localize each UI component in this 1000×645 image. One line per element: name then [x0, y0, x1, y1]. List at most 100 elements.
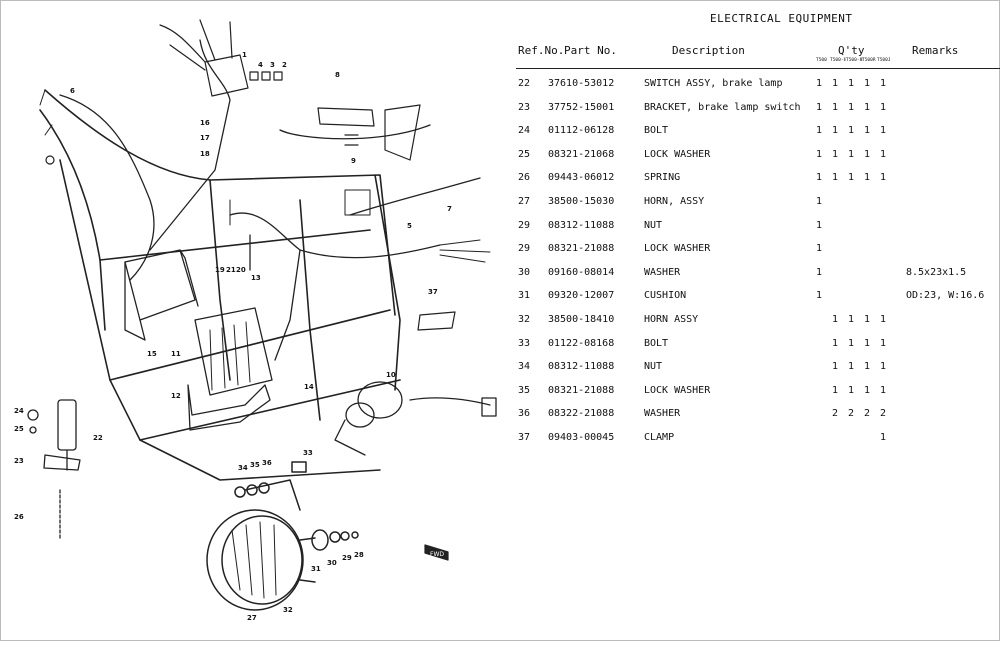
part-no-cell: 09403-00045 [548, 432, 615, 443]
qty-cell: 1 [863, 361, 871, 373]
qty-cell: 1 [815, 125, 823, 137]
callout-16: 16 [200, 119, 210, 127]
callout-24: 24 [14, 407, 24, 415]
part-no-cell: 08321-21088 [548, 384, 615, 396]
qty-cell: 1 [847, 148, 855, 160]
remarks-cell: OD:23, W:16.6 [906, 290, 985, 302]
part-no-cell: 01112-06128 [548, 125, 615, 137]
qty-cell: 1 [815, 290, 823, 302]
qty-cell: 1 [847, 101, 855, 113]
header-remarks: Remarks [912, 44, 959, 57]
callout-22: 22 [93, 434, 103, 442]
qty-cell: 1 [847, 125, 855, 137]
qty-cell: 1 [815, 196, 823, 207]
callout-34: 34 [238, 464, 248, 472]
qty-cell: 1 [831, 384, 839, 396]
callout-30: 30 [327, 559, 337, 567]
qty-cell: 1 [879, 432, 887, 443]
callout-37: 37 [428, 288, 438, 296]
part-no-cell: 37610-53012 [548, 78, 615, 89]
part-no-cell: 37752-15001 [548, 101, 615, 113]
header-model: T500-Ⅱ [830, 58, 846, 63]
callout-29: 29 [342, 554, 352, 562]
qty-cell: 1 [863, 101, 871, 113]
ref-no-cell: 24 [518, 125, 531, 137]
qty-cell: 1 [815, 243, 823, 255]
diagram-drawing: FWD 1 2 3 4 5 6 7 8 9 10 11 12 13 14 15 … [14, 19, 497, 622]
callout-13: 13 [251, 274, 261, 282]
callout-26: 26 [14, 513, 24, 521]
callout-15: 15 [147, 350, 157, 358]
description-cell: SWITCH ASSY, brake lamp [644, 78, 783, 89]
callout-12: 12 [171, 392, 181, 400]
qty-cell: 1 [815, 266, 823, 278]
qty-cell: 1 [879, 125, 887, 137]
wiring-harness [59, 39, 491, 406]
parts-table-panel: ELECTRICAL EQUIPMENT Ref.No. Part No. De… [510, 0, 1000, 641]
ref-no-cell: 29 [518, 219, 531, 231]
page-title: ELECTRICAL EQUIPMENT [710, 12, 853, 25]
remarks-cell: 8.5x23x1.5 [906, 266, 967, 278]
qty-cell: 1 [879, 314, 887, 325]
qty-cell: 1 [879, 148, 887, 160]
description-cell: LOCK WASHER [644, 148, 711, 160]
qty-cell: 1 [831, 101, 839, 113]
qty-cell: 1 [847, 384, 855, 396]
part-no-cell: 09160-08014 [548, 266, 615, 278]
ref-no-cell: 29 [518, 243, 531, 255]
callout-10: 10 [386, 371, 396, 379]
callout-28: 28 [354, 551, 364, 559]
qty-cell: 1 [879, 101, 887, 113]
header-rule [516, 68, 1000, 69]
ref-no-cell: 33 [518, 337, 531, 349]
header-model: T500R [862, 58, 876, 63]
component-battery-holder [187, 384, 271, 431]
ref-no-cell: 22 [518, 78, 531, 89]
qty-cell: 1 [831, 172, 839, 184]
part-no-cell: 09443-06012 [548, 172, 615, 184]
qty-cell: 1 [863, 125, 871, 137]
description-cell: CLAMP [644, 432, 675, 443]
ref-no-cell: 26 [518, 172, 531, 184]
ref-no-cell: 35 [518, 384, 531, 396]
description-cell: SPRING [644, 172, 681, 184]
callout-21: 21 [226, 266, 236, 274]
component-regulator [124, 249, 199, 341]
qty-cell: 1 [863, 314, 871, 325]
qty-cell: 1 [831, 78, 839, 89]
part-no-cell: 08321-21088 [548, 243, 615, 255]
description-cell: WASHER [644, 408, 681, 420]
qty-cell: 1 [879, 172, 887, 184]
header-model: T500J [877, 58, 891, 63]
qty-cell: 1 [847, 314, 855, 325]
callout-23: 23 [14, 457, 24, 465]
description-cell: LOCK WASHER [644, 384, 711, 396]
description-cell: CUSHION [644, 290, 687, 302]
part-no-cell: 08312-11088 [548, 219, 615, 231]
description-cell: BRACKET, brake lamp switch [644, 101, 801, 113]
qty-cell: 1 [815, 78, 823, 89]
qty-cell: 1 [831, 148, 839, 160]
qty-cell: 1 [847, 337, 855, 349]
callout-27: 27 [247, 614, 257, 622]
header-model: T500 [816, 58, 827, 63]
qty-cell: 1 [831, 314, 839, 325]
qty-cell: 1 [815, 101, 823, 113]
qty-cell: 1 [847, 78, 855, 89]
header-model: T500-Ⅲ [846, 58, 863, 63]
qty-cell: 1 [815, 148, 823, 160]
motorcycle-frame [39, 89, 401, 481]
callout-2: 2 [282, 61, 287, 69]
callout-31: 31 [311, 565, 321, 573]
callout-7: 7 [447, 205, 452, 213]
callout-33: 33 [303, 449, 313, 457]
